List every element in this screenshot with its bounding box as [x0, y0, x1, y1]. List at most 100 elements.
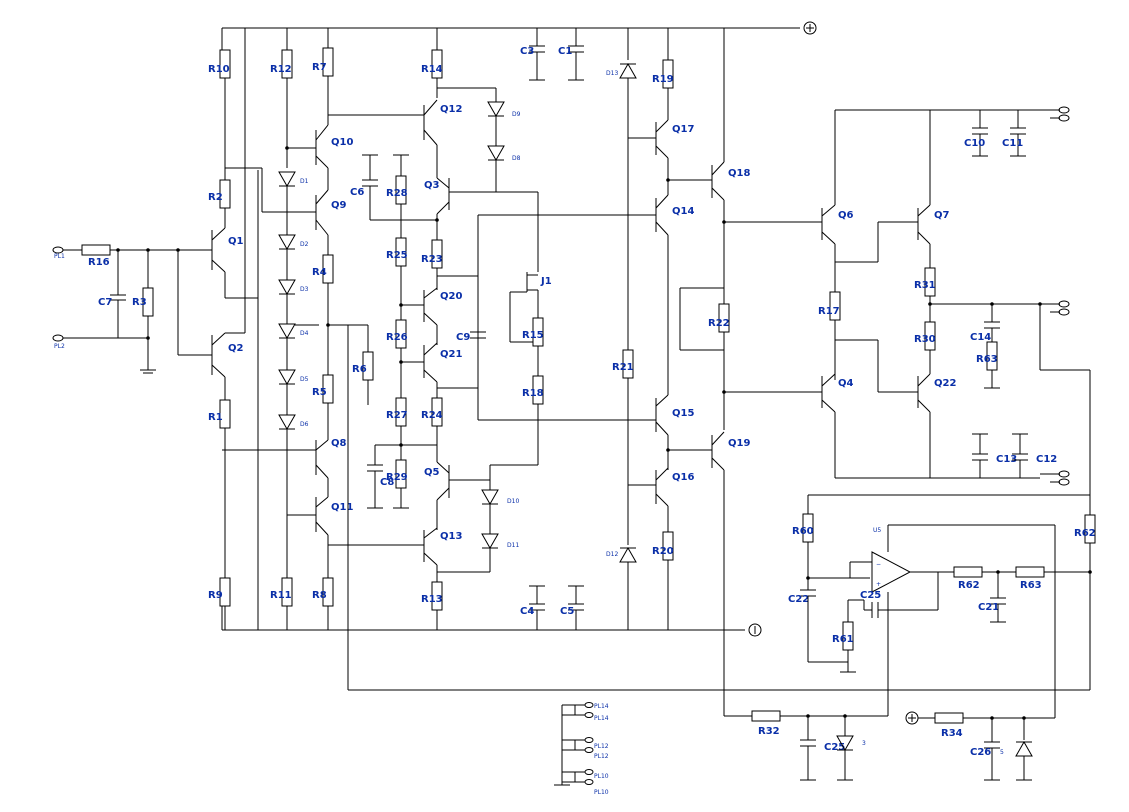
label-q16: Q16 — [672, 472, 694, 483]
label-q18: Q18 — [728, 168, 750, 179]
label-q5: Q5 — [424, 467, 440, 478]
label-r7: R7 — [312, 62, 327, 73]
transistor-q3: Q3 — [424, 177, 450, 215]
label-d4: D4 — [300, 330, 309, 337]
transistor-q4: Q4 — [821, 373, 854, 413]
speaker-connector-mid — [1045, 300, 1070, 316]
ground-connector-block: PL14 PL14 PL12 PL12 PL10 PL10 — [554, 702, 609, 796]
label-j1: J1 — [540, 276, 552, 287]
label-pl1: PL1 — [54, 253, 65, 260]
label-q4: Q4 — [838, 378, 854, 389]
label-r28: R28 — [386, 188, 408, 199]
led-d1: D1 — [278, 171, 309, 188]
label-q12: Q12 — [440, 104, 462, 115]
transistor-q8: Q8 — [315, 438, 347, 479]
junction-dots — [116, 146, 1092, 720]
label-q2: Q2 — [228, 343, 244, 354]
label-zener-3: 3 — [862, 740, 866, 747]
label-r6: R6 — [352, 364, 367, 375]
led-d8: D8 — [487, 145, 521, 162]
label-q7: Q7 — [934, 210, 950, 221]
label-pl12-a: PL12 — [594, 743, 609, 750]
resistor-r10 — [219, 49, 231, 79]
label-r3: R3 — [132, 297, 147, 308]
label-r13: R13 — [421, 594, 443, 605]
label-pl14-a: PL14 — [594, 703, 609, 710]
label-r31: R31 — [914, 280, 936, 291]
label-q8: Q8 — [331, 438, 347, 449]
label-pl12-b: PL12 — [594, 753, 609, 760]
transistor-q21: Q21 — [423, 342, 462, 383]
label-c11: C11 — [1002, 138, 1023, 149]
speaker-connector-top — [1040, 106, 1070, 122]
label-r17: R17 — [818, 306, 840, 317]
label-d11: D11 — [507, 542, 519, 549]
label-c9: C9 — [456, 332, 470, 343]
label-r32: R32 — [758, 726, 780, 737]
transistor-q6: Q6 — [821, 204, 854, 245]
speaker-connector-bottom — [1040, 470, 1070, 486]
power-rails — [221, 27, 800, 631]
label-d3: D3 — [300, 286, 309, 293]
label-r20: R20 — [652, 546, 674, 557]
label-d12: D12 — [606, 551, 618, 558]
label-r9: R9 — [208, 590, 223, 601]
transistor-q16: Q16 — [655, 467, 694, 507]
label-q1: Q1 — [228, 236, 244, 247]
label-pl10-b: PL10 — [594, 789, 609, 796]
led-d2: D2 — [278, 234, 309, 251]
label-r10: R10 — [208, 64, 230, 75]
label-c13: C13 — [996, 454, 1017, 465]
transistor-q22: Q22 — [917, 373, 956, 413]
label-q14: Q14 — [672, 206, 694, 217]
label-c10: C10 — [964, 138, 985, 149]
label-r5: R5 — [312, 387, 327, 398]
label-d13: D13 — [606, 70, 618, 77]
input-connector-pl2: PL2 — [52, 334, 148, 350]
transistor-q17: Q17 — [655, 119, 694, 159]
label-d9: D9 — [512, 111, 521, 118]
label-d2: D2 — [300, 241, 309, 248]
resistor-r32 — [751, 710, 781, 722]
label-q19: Q19 — [728, 438, 750, 449]
label-r18: R18 — [522, 388, 544, 399]
label-r8: R8 — [312, 590, 327, 601]
label-r21: R21 — [612, 362, 634, 373]
input-connector-pl1: PL1 — [52, 246, 82, 260]
transistor-q18: Q18 — [711, 161, 750, 201]
label-q11: Q11 — [331, 502, 353, 513]
positive-rail-terminal-2 — [905, 711, 919, 725]
label-r29: R29 — [386, 472, 408, 483]
label-r1: R1 — [208, 412, 223, 423]
label-r12: R12 — [270, 64, 292, 75]
transistor-q19: Q19 — [711, 431, 750, 471]
led-d6: D6 — [278, 414, 309, 431]
label-q17: Q17 — [672, 124, 694, 135]
svg-text:+: + — [876, 581, 881, 588]
label-q6: Q6 — [838, 210, 854, 221]
negative-rail-terminal — [748, 623, 762, 637]
transistor-q9: Q9 — [315, 189, 347, 236]
led-d9: D9 — [487, 101, 521, 118]
resistor-r61 — [1015, 566, 1045, 578]
label-c8: C8 — [380, 477, 394, 488]
label-c21: C21 — [978, 602, 999, 613]
label-c4: C4 — [520, 606, 534, 617]
label-c5: C5 — [560, 606, 574, 617]
label-c3: C3 — [520, 46, 534, 57]
label-r62: R62 — [1074, 528, 1096, 539]
transistor-q2: Q2 — [211, 332, 244, 378]
label-r63: R63 — [976, 354, 998, 365]
label-r24: R24 — [421, 410, 443, 421]
label-c6: C6 — [350, 187, 364, 198]
label-r4: R4 — [312, 267, 327, 278]
transistor-q13: Q13 — [423, 527, 462, 566]
label-r34: R34 — [941, 728, 963, 739]
label-r25: R25 — [386, 250, 408, 261]
label-d8: D8 — [512, 155, 521, 162]
label-r16: R16 — [88, 257, 110, 268]
label-c25: C25 — [824, 742, 845, 753]
jfet-j1: J1 — [510, 272, 552, 293]
label-pl2: PL2 — [54, 343, 65, 350]
